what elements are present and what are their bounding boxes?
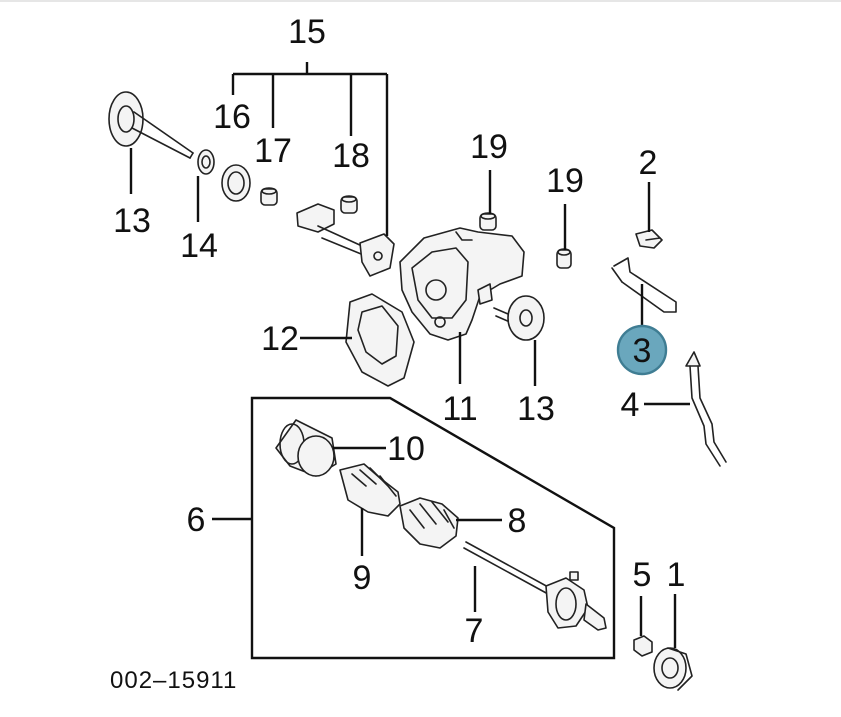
part-17-bushing[interactable] xyxy=(260,187,278,206)
callout-4[interactable]: 4 xyxy=(621,386,640,424)
part-9-boot[interactable] xyxy=(339,463,401,517)
callout-6[interactable]: 6 xyxy=(187,501,206,539)
part-2-clip[interactable] xyxy=(635,229,663,249)
part-12-cover[interactable] xyxy=(345,293,415,387)
callout-18[interactable]: 18 xyxy=(332,137,370,175)
part-13-left-axle-flange[interactable] xyxy=(108,91,194,159)
callout-9[interactable]: 9 xyxy=(353,559,372,597)
part-11-differential-carrier[interactable] xyxy=(399,227,525,341)
callout-16[interactable]: 16 xyxy=(213,98,251,136)
part-19-center-bushing[interactable] xyxy=(479,212,497,231)
callout-10[interactable]: 10 xyxy=(387,430,425,468)
callout-1[interactable]: 1 xyxy=(667,556,686,594)
callout-7[interactable]: 7 xyxy=(465,612,484,650)
part-13-right-flange[interactable] xyxy=(493,295,545,341)
callout-5[interactable]: 5 xyxy=(633,556,652,594)
top-border xyxy=(0,0,841,2)
callout-17[interactable]: 17 xyxy=(254,132,292,170)
figure-code: 002–15911 xyxy=(110,667,237,694)
part-16-seal[interactable] xyxy=(221,164,251,202)
callout-3-highlight-circle[interactable] xyxy=(616,324,668,376)
part-14-ring[interactable] xyxy=(197,149,215,175)
part-8-boot[interactable] xyxy=(399,497,459,549)
callout-19-center[interactable]: 19 xyxy=(470,128,508,166)
part-19-right-bushing[interactable] xyxy=(556,248,572,269)
callout-13-left[interactable]: 13 xyxy=(113,202,151,240)
part-3-bracket[interactable] xyxy=(611,257,677,313)
part-4-breather-hose[interactable] xyxy=(685,351,727,467)
part-1-bearing[interactable] xyxy=(653,647,693,691)
part-5-nut[interactable] xyxy=(633,635,653,657)
part-18-bushing[interactable] xyxy=(340,195,358,214)
drive-shaft-kit-box xyxy=(250,396,616,660)
callout-8[interactable]: 8 xyxy=(508,502,527,540)
mount-bracket[interactable] xyxy=(296,203,395,277)
part-7-shaft[interactable] xyxy=(463,541,607,631)
bracket-15 xyxy=(231,62,389,236)
callout-13-right[interactable]: 13 xyxy=(517,390,555,428)
part-10-cup[interactable] xyxy=(275,419,337,477)
callout-3[interactable]: 3 xyxy=(633,332,652,370)
callout-19-right[interactable]: 19 xyxy=(546,162,584,200)
callout-2[interactable]: 2 xyxy=(639,144,658,182)
callout-15[interactable]: 15 xyxy=(288,13,326,51)
callout-11[interactable]: 11 xyxy=(442,390,477,428)
callout-12[interactable]: 12 xyxy=(261,320,299,358)
callout-14[interactable]: 14 xyxy=(180,227,218,265)
